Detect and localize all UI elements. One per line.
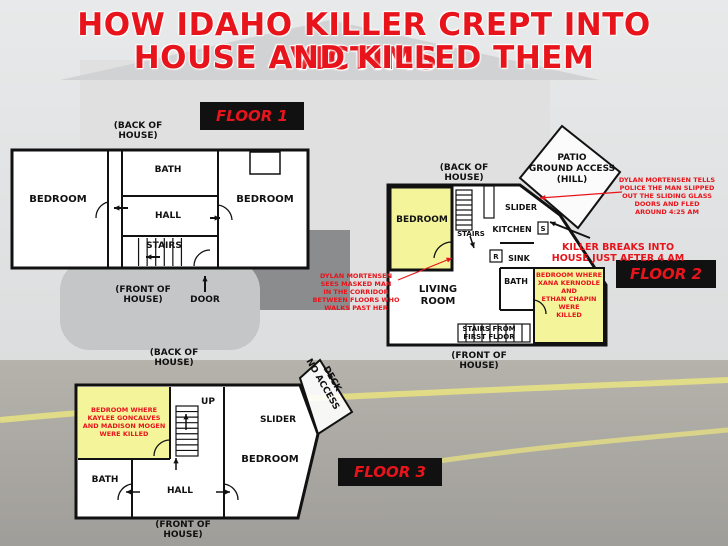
floor-3-stairs-treads bbox=[176, 410, 198, 452]
floor-2-stairs-box bbox=[455, 189, 473, 231]
floor-2-stairs-treads bbox=[456, 194, 472, 226]
floor-2-stairs-first-floor-box bbox=[457, 323, 531, 343]
floor-1-path-arrow-to-left-bedroom bbox=[114, 205, 128, 211]
floor-2-patio-area bbox=[518, 124, 622, 230]
floor-3-path-arrow-to-victim-room bbox=[173, 458, 179, 470]
floor-2-r-box bbox=[489, 249, 503, 263]
floor-3-bath-label: BATH bbox=[92, 475, 119, 485]
floor-1-bath-label: BATH bbox=[155, 165, 182, 175]
floor-3-path-arrow-to-bedroom bbox=[216, 489, 230, 495]
floor-1-closet bbox=[249, 151, 281, 175]
floor-2-s-label: S bbox=[540, 225, 545, 233]
floor-2-badge: FLOOR 2 bbox=[616, 260, 716, 288]
floor-2-corridor-arrow bbox=[397, 257, 453, 281]
floor-2-s-box bbox=[537, 221, 549, 235]
floor-3-hall-label: HALL bbox=[167, 486, 193, 496]
floor-3-stairs-box bbox=[175, 405, 199, 457]
floor-2-bedroom-label: BEDROOM bbox=[396, 215, 448, 225]
floor-1-path-arrow-stairs bbox=[146, 254, 160, 260]
floor-2-stairs-label: STAIRS bbox=[457, 230, 485, 238]
floor-2-bath-label: BATH bbox=[504, 277, 528, 286]
floor-2-stairs-first-floor-treads bbox=[465, 324, 523, 342]
floor-1-stairs-label: STAIRS bbox=[146, 241, 182, 251]
floor-1-hall-label: HALL bbox=[155, 211, 181, 221]
floor-1-door-arrow bbox=[202, 276, 208, 292]
floor-3-slider-label: SLIDER bbox=[260, 415, 296, 425]
floor-3-badge: FLOOR 3 bbox=[338, 458, 442, 486]
floor-3-deck bbox=[298, 358, 354, 436]
floor-1-stairs-treads bbox=[137, 238, 183, 266]
floor-1-door-swing-left bbox=[95, 201, 109, 219]
floor-1-front-door-swing bbox=[193, 249, 211, 267]
floor-1-door-label: DOOR bbox=[190, 295, 220, 305]
floor-1-badge: FLOOR 1 bbox=[200, 102, 304, 130]
floor-2-bedroom-fill bbox=[388, 185, 454, 272]
floor-3-victim-bedroom-fill bbox=[78, 387, 170, 459]
floor-2-sink-label: SINK bbox=[508, 254, 530, 263]
floor-2-r-label: R bbox=[493, 253, 499, 261]
floor-2-door-swing-victim-bedroom bbox=[533, 299, 547, 315]
floor-2-kitchen-label: KITCHEN bbox=[492, 225, 531, 234]
floor-2-closet bbox=[483, 185, 495, 219]
floor-3-bedroom-label: BEDROOM bbox=[241, 454, 298, 465]
floor-3-up-arrow bbox=[183, 414, 189, 430]
floor-1-bedroom-left-label: BEDROOM bbox=[29, 194, 86, 205]
floor-3-door-swing-bedroom bbox=[223, 483, 239, 501]
floor-1-bedroom-right-label: BEDROOM bbox=[236, 194, 293, 205]
floor-2-slider-label: SLIDER bbox=[505, 203, 537, 212]
floor-2-victim-bedroom bbox=[533, 267, 605, 344]
floor-2-break-in-arrow bbox=[549, 221, 591, 239]
headline-line-1: HOW IDAHO KILLER CREPT INTO VICTIMS bbox=[77, 7, 651, 77]
floor-2-door-swing-bedroom bbox=[433, 241, 453, 259]
headline-line-2: HOUSE AND KILLED THEM bbox=[133, 40, 595, 76]
floor-3-door-swing-bath bbox=[117, 483, 133, 501]
floor-3-door-swing-victim-bedroom bbox=[153, 439, 171, 457]
floor-2-fled-arrow bbox=[539, 191, 623, 201]
floor-1-door-swing-right bbox=[217, 204, 233, 221]
floor-2-path-arrow bbox=[469, 235, 475, 249]
floor-1-path-arrow-to-right-bedroom bbox=[210, 215, 220, 221]
floor-3-up-label: UP bbox=[201, 397, 215, 407]
floor-3-path-arrow-to-bath bbox=[126, 489, 140, 495]
